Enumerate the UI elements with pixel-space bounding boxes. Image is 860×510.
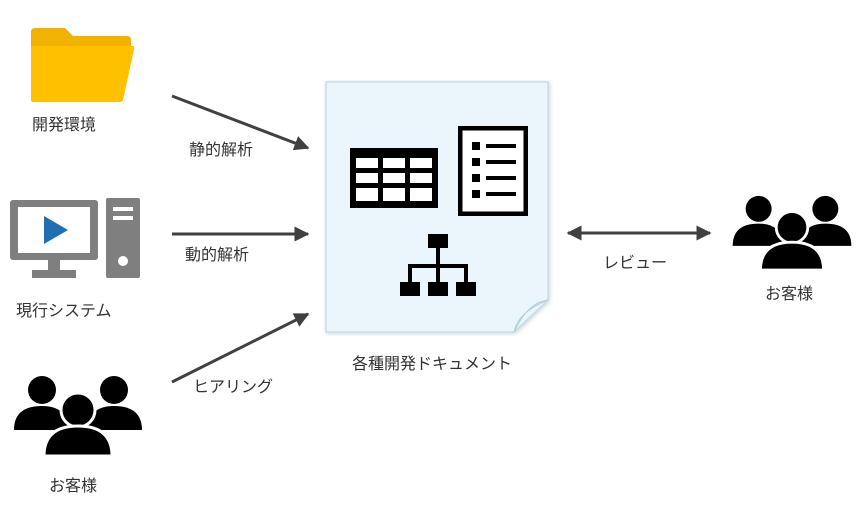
monitor-play-icon [10, 198, 142, 282]
table-icon [350, 148, 438, 208]
center-label: 各種開発ドキュメント [352, 354, 513, 373]
customers-left-label: お客様 [49, 476, 98, 495]
folder-icon [29, 26, 135, 104]
edge-label-hearing: ヒアリング [193, 377, 274, 396]
org-chart-icon [400, 234, 476, 298]
arrow-hearing [171, 312, 310, 384]
edge-label-dynamic-analysis: 動的解析 [185, 245, 250, 264]
current-system-label: 現行システム [16, 301, 112, 320]
edge-label-review: レビュー [603, 253, 668, 272]
list-document-icon [458, 126, 528, 216]
edge-label-static-analysis: 静的解析 [189, 140, 254, 159]
arrow-static-analysis [171, 94, 310, 151]
people-group-icon [14, 374, 142, 456]
dev-env-label: 開発環境 [32, 115, 97, 134]
target-customers-label: お客様 [765, 284, 814, 303]
people-group-icon [732, 194, 852, 270]
